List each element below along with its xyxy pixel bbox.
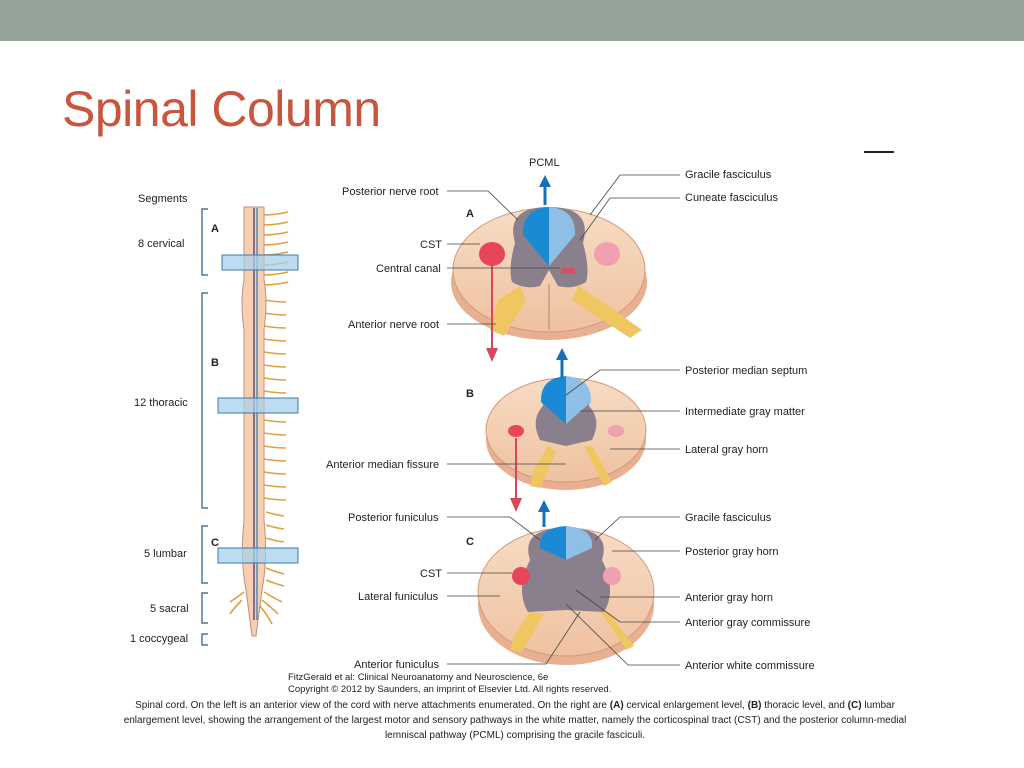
label-posterior-gray-horn: Posterior gray horn [685, 546, 779, 558]
level-b-label: B [466, 388, 474, 400]
caption-bold-b: (B) [748, 700, 762, 711]
label-anterior-gray-horn: Anterior gray horn [685, 592, 773, 604]
left-level-c: C [211, 537, 219, 549]
figure-caption: Spinal cord. On the left is an anterior … [120, 698, 910, 743]
level-c-label: C [466, 536, 474, 548]
level-a-label: A [466, 208, 474, 220]
label-posterior-funiculus: Posterior funiculus [348, 512, 439, 524]
label-anterior-gray-commissure: Anterior gray commissure [685, 617, 810, 629]
segment-thoracic-label: 12 thoracic [134, 397, 188, 409]
segment-lumbar-label: 5 lumbar [144, 548, 187, 560]
label-cuneate-fasciculus: Cuneate fasciculus [685, 192, 778, 204]
label-cst-c: CST [420, 568, 442, 580]
segment-brackets [202, 209, 208, 645]
label-lateral-funiculus: Lateral funiculus [358, 591, 439, 603]
label-anterior-nerve-root: Anterior nerve root [348, 319, 439, 331]
label-lateral-gray-horn: Lateral gray horn [685, 444, 768, 456]
section-c-cst [512, 567, 530, 585]
section-c: C [466, 500, 654, 665]
label-posterior-median-septum: Posterior median septum [685, 365, 807, 377]
label-anterior-white-commissure: Anterior white commissure [685, 660, 815, 672]
section-b: B [466, 348, 646, 512]
segment-sacral-label: 5 sacral [150, 603, 189, 615]
caption-bold-c: (C) [848, 700, 862, 711]
label-posterior-nerve-root: Posterior nerve root [342, 186, 439, 198]
label-gracile-fasciculus-a: Gracile fasciculus [685, 169, 772, 181]
left-level-b: B [211, 357, 219, 369]
caption-text-2: cervical enlargement level, [624, 700, 748, 711]
section-a: A [451, 175, 647, 362]
label-intermediate-gray-matter: Intermediate gray matter [685, 406, 805, 418]
spinal-cord-figure: Segments 8 cervical 12 thoracic 5 lumbar… [0, 0, 1024, 700]
section-b-cst [508, 425, 524, 437]
segments-heading: Segments [138, 193, 188, 205]
label-anterior-funiculus: Anterior funiculus [354, 659, 439, 671]
pcml-label: PCML [529, 157, 560, 169]
segments-diagram: Segments 8 cervical 12 thoracic 5 lumbar… [130, 193, 298, 645]
label-gracile-fasciculus-c: Gracile fasciculus [685, 512, 772, 524]
caption-bold-a: (A) [610, 700, 624, 711]
segment-coccygeal-label: 1 coccygeal [130, 633, 188, 645]
label-cst-a: CST [420, 239, 442, 251]
label-anterior-median-fissure: Anterior median fissure [326, 459, 439, 471]
caption-text-3: thoracic level, and [762, 700, 848, 711]
segment-cervical-label: 8 cervical [138, 238, 184, 250]
credit-line-1: FitzGerald et al: Clinical Neuroanatomy … [288, 672, 888, 684]
caption-text-1: Spinal cord. On the left is an anterior … [135, 700, 610, 711]
credit-line-2: Copyright © 2012 by Saunders, an imprint… [288, 684, 888, 696]
label-central-canal: Central canal [376, 263, 441, 275]
left-level-a: A [211, 223, 219, 235]
section-a-cst-right [594, 242, 620, 266]
